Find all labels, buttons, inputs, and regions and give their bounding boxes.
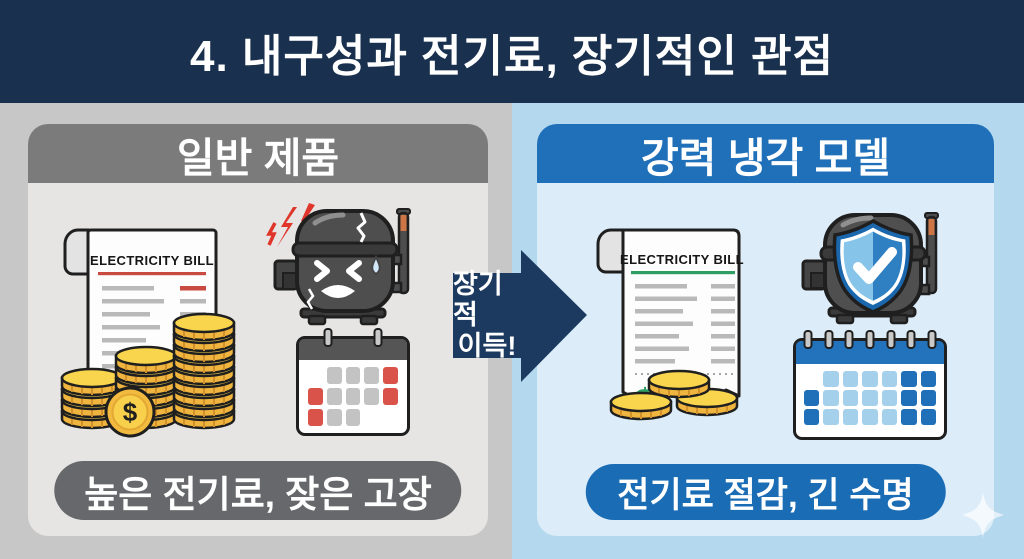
calendar-ring xyxy=(865,330,875,349)
arrow-label: 장기적 이득! xyxy=(453,269,521,361)
calendar-cell xyxy=(881,390,898,406)
longevity-calendar-icon xyxy=(793,330,947,440)
right-arrow-icon xyxy=(453,250,587,382)
cooling-model-header: 강력 냉각 모델 xyxy=(537,124,994,183)
calendar-cell xyxy=(326,367,342,384)
regular-product-card: 일반 제품 ELECTRICITY BILL xyxy=(28,124,488,536)
protected-compressor-icon xyxy=(801,212,939,325)
long-term-benefit-arrow: 장기적 이득! xyxy=(450,248,595,384)
bill-text-lines xyxy=(635,284,735,364)
calendar-cell xyxy=(901,409,917,425)
calendar-cell xyxy=(364,367,380,384)
bill-title: ELECTRICITY BILL xyxy=(90,253,214,268)
calendar-cell xyxy=(804,390,820,406)
calendar-cell xyxy=(823,390,839,406)
sparkle-icon xyxy=(962,492,1004,538)
calendar-grid xyxy=(299,360,407,433)
calendar-cell xyxy=(901,371,917,387)
calendar-cell xyxy=(345,388,361,405)
dollar-coin-icon: $ xyxy=(104,386,156,438)
warning-sparks-icon xyxy=(266,203,315,247)
cooling-model-section: 강력 냉각 모델 ELECTRICITY BILL xyxy=(512,103,1024,559)
cooling-model-title: 강력 냉각 모델 xyxy=(640,134,891,181)
calendar-cell xyxy=(901,390,917,406)
calendar-ring xyxy=(373,328,383,347)
regular-product-title: 일반 제품 xyxy=(176,134,340,181)
coin-dollar: $ xyxy=(123,397,138,427)
calendar-ring xyxy=(906,330,916,349)
sweat-drop xyxy=(371,254,381,276)
pained-eyes xyxy=(314,260,362,282)
calendar-header xyxy=(299,328,407,360)
calendar-cell xyxy=(308,367,323,384)
calendar-cell xyxy=(383,367,398,384)
calendar-cell xyxy=(823,371,839,387)
calendar-cell xyxy=(842,371,859,387)
calendar-cell xyxy=(920,390,936,406)
sad-mouth xyxy=(321,285,355,298)
electricity-bill-icon: ELECTRICITY BILL $ xyxy=(596,228,744,424)
calendar-cell xyxy=(383,409,398,426)
calendar-ring xyxy=(803,330,813,349)
calendar-ring xyxy=(886,330,896,349)
calendar-header xyxy=(796,330,944,364)
calendar-cell xyxy=(920,371,936,387)
arrow-label-line2: 이득! xyxy=(457,331,517,362)
bill-title: ELECTRICITY BILL xyxy=(620,252,744,267)
calendar-ring xyxy=(824,330,834,349)
calendar-cell xyxy=(842,390,859,406)
calendar-cell xyxy=(804,409,820,425)
cooling-model-card: 강력 냉각 모델 ELECTRICITY BILL xyxy=(537,124,994,536)
calendar-cell xyxy=(862,409,878,425)
calendar-cell xyxy=(364,388,380,405)
regular-product-caption: 높은 전기료, 잦은 고장 xyxy=(54,461,462,520)
calendar-cell xyxy=(308,409,323,426)
calendar-ring xyxy=(927,330,937,349)
calendar-cell xyxy=(804,371,819,387)
calendar-ring xyxy=(323,328,333,347)
calendar-cell xyxy=(308,388,323,405)
calendar-cell xyxy=(862,371,878,387)
arrow-label-line1: 장기적 xyxy=(453,268,503,330)
check-mark xyxy=(853,247,897,284)
calendar-cell xyxy=(345,367,361,384)
calendar-cell xyxy=(920,409,936,425)
calendar-cell xyxy=(364,409,379,426)
calendar-cell xyxy=(881,409,898,425)
regular-product-section: 일반 제품 ELECTRICITY BILL xyxy=(0,103,512,559)
calendar-cell xyxy=(383,388,398,405)
page-title: 4. 내구성과 전기료, 장기적인 관점 xyxy=(189,31,835,81)
calendar-cell xyxy=(326,388,342,405)
breakdown-calendar-icon xyxy=(296,328,410,436)
calendar-cell xyxy=(881,371,898,387)
regular-product-header: 일반 제품 xyxy=(28,124,488,183)
calendar-cell xyxy=(326,409,342,426)
broken-compressor-icon xyxy=(266,203,411,326)
calendar-cell xyxy=(862,390,878,406)
calendar-grid xyxy=(796,364,944,432)
header-bar: 4. 내구성과 전기료, 장기적인 관점 xyxy=(0,0,1024,103)
calendar-cell xyxy=(842,409,859,425)
calendar-cell xyxy=(345,409,361,426)
calendar-cell xyxy=(823,409,839,425)
cooling-model-caption: 전기료 절감, 긴 수명 xyxy=(585,464,946,520)
calendar-ring xyxy=(844,330,854,349)
electricity-bill-icon: ELECTRICITY BILL $ xyxy=(60,228,236,438)
